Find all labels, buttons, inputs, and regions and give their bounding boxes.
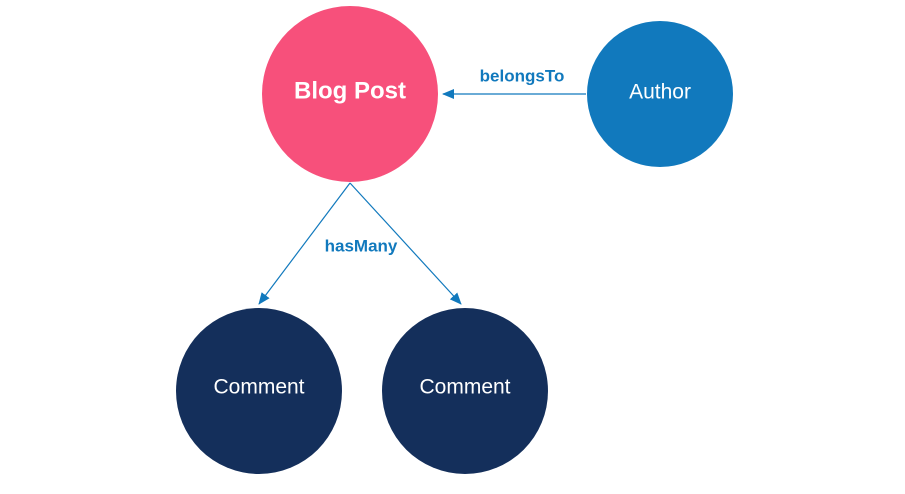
belongs-to-label: belongsTo: [480, 67, 565, 86]
has-many-arrow-right: [349, 182, 462, 305]
author-label: Author: [629, 81, 691, 104]
comment-1-circle: [176, 308, 342, 474]
has-many-arrow-left: [258, 182, 351, 305]
node-author: Author: [587, 21, 733, 167]
author-circle: [587, 21, 733, 167]
edge-has-many: hasMany: [258, 182, 462, 305]
node-comment-1: Comment: [176, 308, 342, 474]
node-blog-post: Blog Post: [262, 6, 438, 182]
edge-belongs-to: belongsTo: [442, 67, 586, 99]
blog-post-circle: [262, 6, 438, 182]
has-many-label: hasMany: [325, 237, 398, 256]
node-comment-2: Comment: [382, 308, 548, 474]
blog-post-label: Blog Post: [294, 78, 406, 105]
comment-2-label: Comment: [419, 376, 510, 399]
comment-1-label: Comment: [213, 376, 304, 399]
comment-2-circle: [382, 308, 548, 474]
